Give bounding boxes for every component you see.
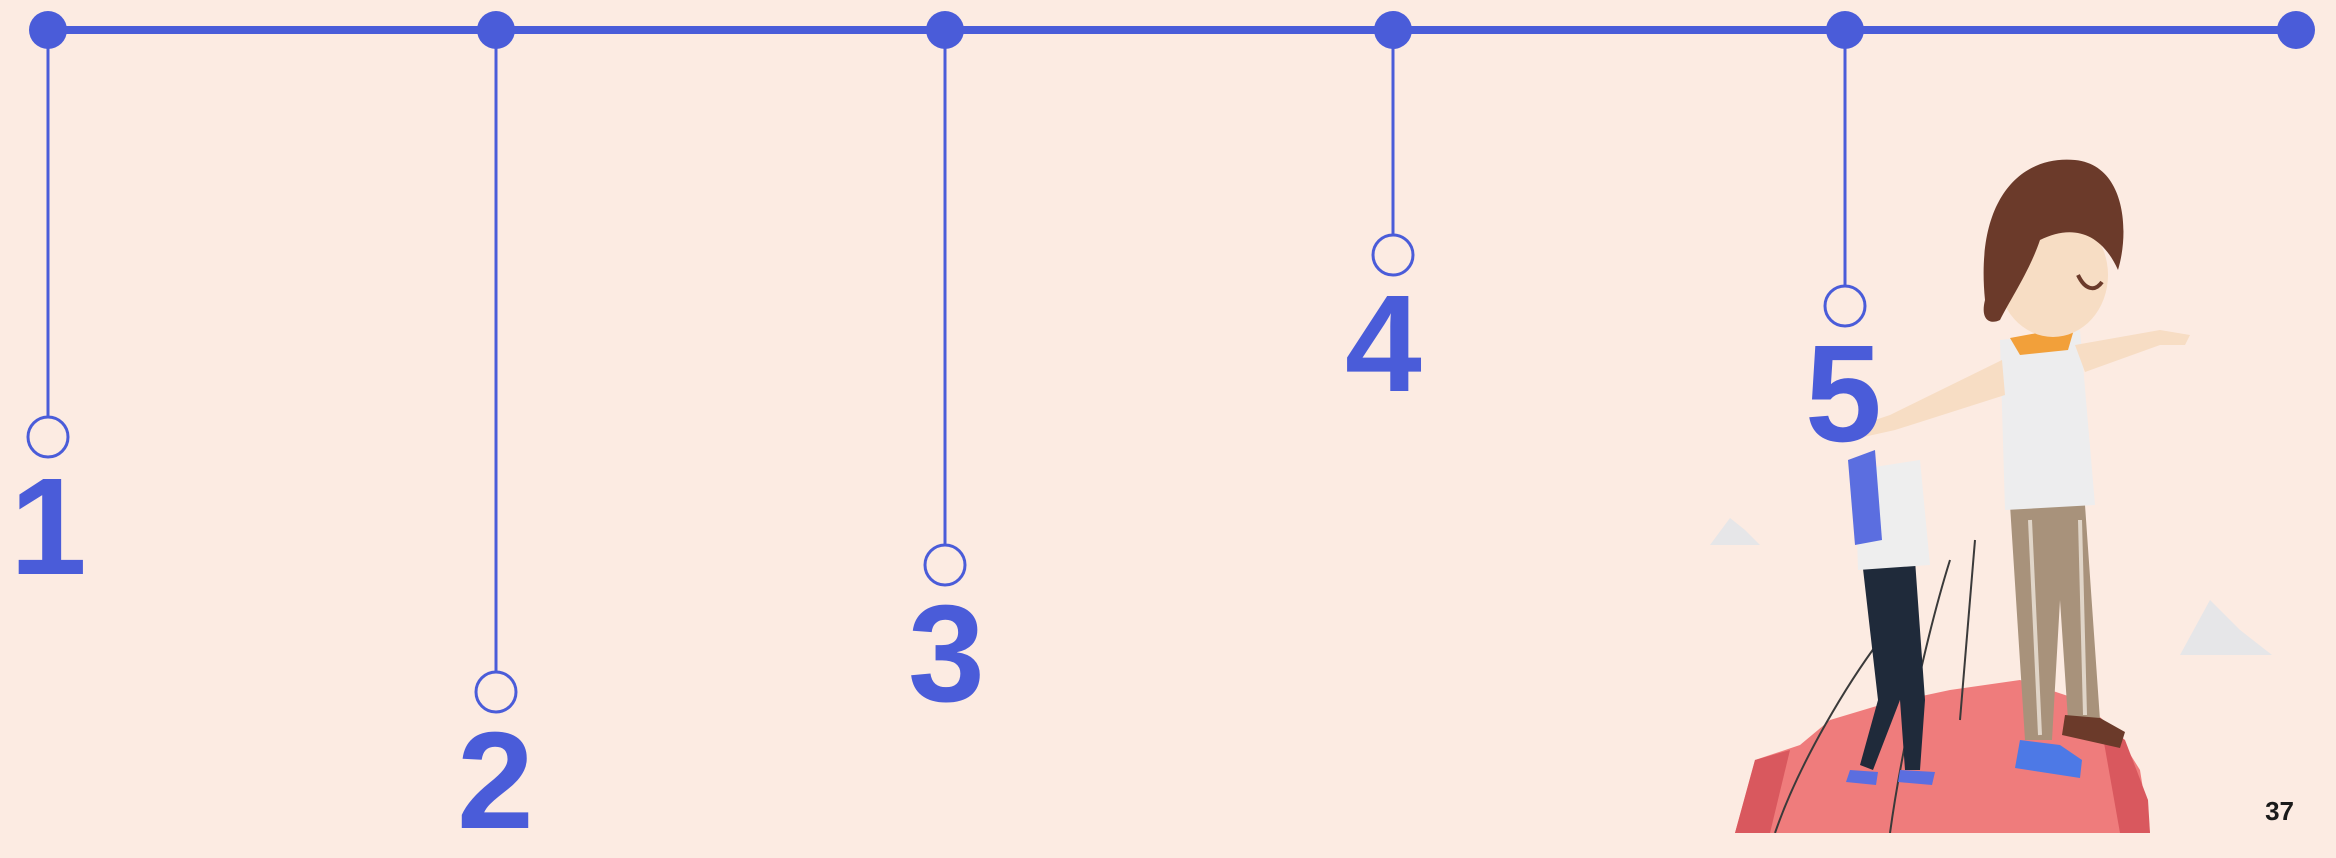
step-label-4: 4 bbox=[1345, 275, 1422, 413]
step-label-2: 2 bbox=[457, 712, 534, 850]
timeline-node bbox=[1826, 11, 1864, 49]
people-on-mountain-icon bbox=[1735, 160, 2190, 833]
step-label-1: 1 bbox=[10, 458, 87, 596]
step-label-3: 3 bbox=[908, 585, 985, 723]
timeline-node bbox=[2277, 11, 2315, 49]
timeline-node bbox=[477, 11, 515, 49]
step-label-5: 5 bbox=[1805, 325, 1882, 463]
timeline-node bbox=[29, 11, 67, 49]
slide-number: 37 bbox=[2265, 796, 2294, 827]
timeline-node bbox=[1374, 11, 1412, 49]
cloud-icon bbox=[1710, 518, 2272, 655]
timeline-scene bbox=[0, 0, 2336, 833]
timeline-node bbox=[926, 11, 964, 49]
